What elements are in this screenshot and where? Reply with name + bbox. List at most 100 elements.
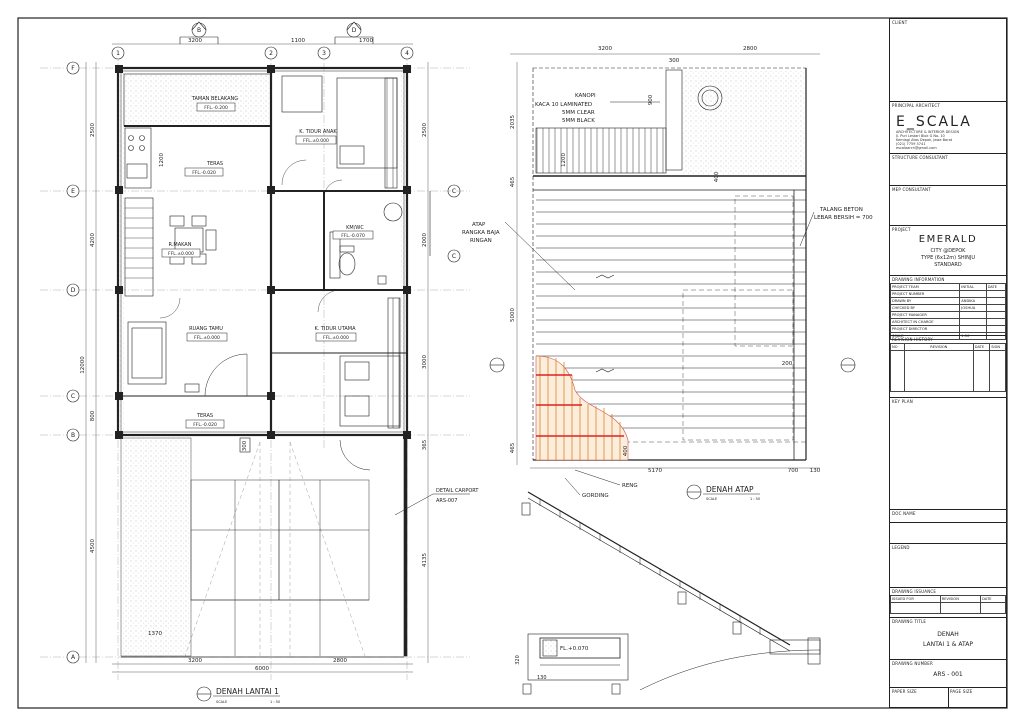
gutter-ffl: FL.+0.070 <box>560 646 589 652</box>
info-row-label: ARCHITECT IN CHARGE <box>889 318 961 326</box>
principal-header: PRINCIPAL ARCHITECT <box>892 103 941 108</box>
issue-head-for: ISSUED FOR <box>890 595 941 603</box>
dim-left-4: 4500 <box>90 539 96 553</box>
title-block: CLIENT PRINCIPAL ARCHITECT E_SCALA ARCHI… <box>889 18 1007 708</box>
grid-bubble-3 <box>317 46 331 60</box>
grid-bubble-4 <box>400 46 414 60</box>
floor-plan <box>40 50 470 680</box>
roof-title: DENAH ATAP <box>706 485 754 494</box>
escala-logo: E_SCALA <box>896 114 972 130</box>
logo-sub-line-2: Jl. Puri Lestari Blok G No. 10 <box>896 134 945 138</box>
grid-bubble-1 <box>111 46 125 60</box>
roof-scale-value: 1 : 50 <box>750 497 760 501</box>
section-mark-C-top: C <box>452 188 456 195</box>
dim-right-1: 2500 <box>422 123 428 137</box>
roof-dim-top-1: 3200 <box>598 46 612 52</box>
drawing-number: ARS - 001 <box>933 671 963 678</box>
dim-top-3: 1700 <box>359 38 373 44</box>
ffl-teras-front: FFL.-0.020 <box>193 422 217 428</box>
roof-section-detail <box>521 491 821 695</box>
project-header: PROJECT <box>892 227 911 232</box>
section-markers <box>179 21 461 263</box>
issuance-section: DRAWING ISSUANCE ISSUED FOR REVISION DAT… <box>890 587 1006 617</box>
principal-section: PRINCIPAL ARCHITECT E_SCALA ARCHITECTURE… <box>890 101 1006 153</box>
grid-bubbles <box>66 46 414 664</box>
revision-header: REVISION HISTORY <box>892 337 933 342</box>
roof-dim-200: 200 <box>782 361 793 367</box>
logo-sub: ARCHITECTURE & INTERIOR DESIGN Jl. Puri … <box>896 130 959 150</box>
roof-title-symbol <box>686 484 760 500</box>
drawing-title-header: DRAWING TITLE <box>892 619 927 624</box>
kanopi-line-1: KANOPI <box>575 93 596 99</box>
info-row-value <box>959 318 987 326</box>
logo-sub-line-4: (021) 7759 3741 <box>896 142 926 146</box>
gording-label: GORDING <box>582 493 609 499</box>
roof-dim-400b: 400 <box>623 445 629 456</box>
atap-line-3: RINGAN <box>470 238 492 244</box>
rafter-detail <box>535 355 629 461</box>
dim-left-2: 4200 <box>90 233 96 247</box>
room-rmakan: R.MAKAN <box>169 242 192 248</box>
section-mark-C-bottom: C <box>452 253 456 260</box>
grid-label-2: 2 <box>269 50 273 57</box>
grid-label-4: 4 <box>405 50 409 57</box>
dim-right-2: 2000 <box>422 233 428 247</box>
grid-bubble-B <box>66 428 80 442</box>
rev-head-date: DATE <box>972 343 991 351</box>
room-kt-utama: K. TIDUR UTAMA <box>314 326 356 332</box>
structure-header: STRUCTURE CONSULTANT <box>892 155 948 160</box>
page-size-header: PAGE SIZE <box>950 689 973 694</box>
dim-top-2: 1100 <box>291 38 305 44</box>
dim-top-1: 3200 <box>188 38 202 44</box>
rev-head-revision: REVISION <box>903 343 974 351</box>
grid-bubble-D <box>66 283 80 297</box>
dim-bottom-total: 6000 <box>255 666 269 672</box>
roof-dim-left-4: 465 <box>510 442 516 453</box>
gutter-dim-320: 320 <box>515 655 521 665</box>
roof-dim-1200: 1200 <box>561 153 567 167</box>
grid-bubble-E <box>66 184 80 198</box>
section-mark-D: D <box>352 27 357 34</box>
logo-sub-line-1: ARCHITECTURE & INTERIOR DESIGN <box>896 130 960 134</box>
plan-scale-value: 1 : 50 <box>270 700 280 704</box>
dim-bottom-1: 3200 <box>188 658 202 664</box>
plan-title: DENAH LANTAI 1 <box>216 687 279 696</box>
info-head-team: PROJECT TEAM <box>889 283 961 291</box>
dim-left-total: 12000 <box>80 356 86 374</box>
info-row-label: PROJECT NUMBER <box>889 290 961 298</box>
kanopi-line-4: 5MM BLACK <box>562 118 595 124</box>
room-taman-belakang: TAMAN BELAKANG <box>191 96 238 102</box>
info-row-value: JOSHUA <box>959 304 987 312</box>
drawing-info-table: PROJECT TEAM INITIAL DATE PROJECT NUMBER… <box>889 283 1007 340</box>
legend-header: LEGEND <box>892 545 910 550</box>
grid-label-F: F <box>71 65 75 72</box>
grid-bubble-C <box>66 389 80 403</box>
grid-label-3: 3 <box>322 50 326 57</box>
dim-1370: 1370 <box>148 631 162 637</box>
mep-header: MEP CONSULTANT <box>892 187 931 192</box>
dim-right-3: 3000 <box>422 355 428 369</box>
info-row-value <box>959 311 987 319</box>
roof-dim-bottom-1: 5170 <box>648 468 662 474</box>
dim-bottom-2: 2800 <box>333 658 347 664</box>
grid-bubble-A <box>66 650 80 664</box>
project-line-2: TYPE (6x12m) SHINJU <box>920 255 976 261</box>
key-plan-header: KEY PLAN <box>892 399 913 404</box>
dim-left-1: 2500 <box>90 123 96 137</box>
drawing-number-header: DRAWING NUMBER <box>892 661 933 666</box>
revision-table: NO REVISION DATE SIGN <box>890 343 1006 392</box>
gutter-dim-130: 130 <box>537 675 547 681</box>
rev-head-sign: SIGN <box>989 343 1006 351</box>
drawing-number-section: DRAWING NUMBER ARS - 001 <box>890 659 1006 687</box>
ffl-taman: FFL.-0.200 <box>204 105 228 111</box>
project-name: EMERALD <box>918 234 978 245</box>
grid-label-A: A <box>71 654 76 661</box>
structure-section: STRUCTURE CONSULTANT <box>890 153 1006 185</box>
room-teras-front: TERAS <box>196 413 213 419</box>
drawing-title-2: LANTAI 1 & ATAP <box>923 641 973 648</box>
roof-dim-bottom-2: 700 <box>788 468 799 474</box>
drawing-title-section: DRAWING TITLE DENAH LANTAI 1 & ATAP <box>890 617 1006 659</box>
ffl-kmwc: FFL.-0.070 <box>341 233 365 239</box>
paper-size-section: PAPER SIZE PAGE SIZE <box>890 687 1006 707</box>
dim-left-3: 800 <box>90 410 96 421</box>
